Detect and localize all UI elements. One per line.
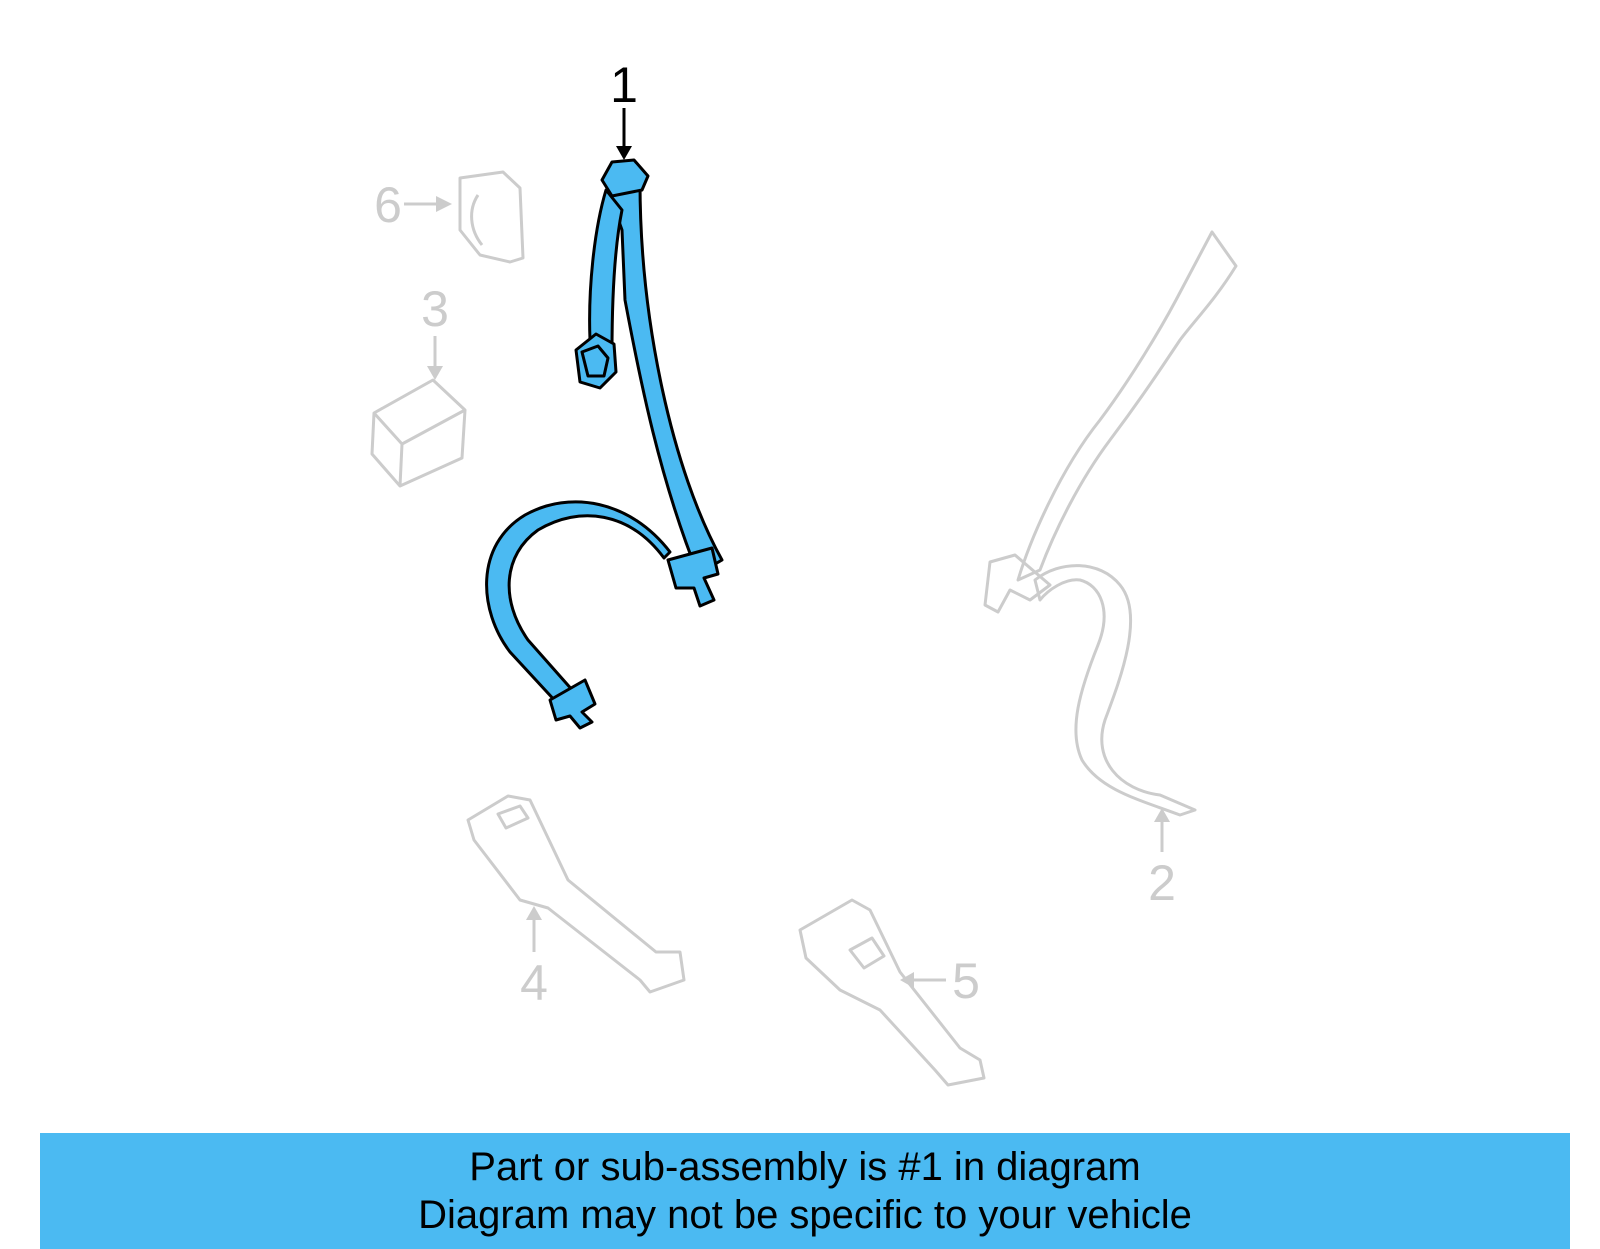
part-2-belt-lower — [1033, 564, 1197, 817]
callout-1[interactable]: 1 — [610, 57, 638, 113]
part-3-bracket-edges — [372, 408, 466, 487]
part-5-buckle[interactable] — [798, 898, 986, 1087]
part-4-buckle-slot — [496, 804, 530, 830]
part-5-buckle-slot — [848, 936, 886, 970]
part-1-hex-nut — [574, 332, 618, 390]
callout-4[interactable]: 4 — [520, 955, 548, 1011]
part-6-cover-cap-detail — [470, 194, 484, 246]
part-2-belt-clip — [983, 553, 1052, 614]
part-6-cover-cap[interactable] — [458, 170, 525, 264]
arrow-1-head — [616, 146, 632, 160]
part-1-retractor — [588, 188, 624, 354]
info-banner: Part or sub-assembly is #1 in diagram Di… — [40, 1133, 1570, 1249]
faded-parts — [370, 170, 1238, 1087]
part-1-bottom-anchor — [666, 546, 720, 608]
callout-3[interactable]: 3 — [421, 281, 449, 337]
arrow-6-head — [436, 196, 452, 212]
callout-2[interactable]: 2 — [1148, 855, 1176, 911]
part-1-strap-end-tongue — [548, 678, 597, 730]
arrow-5-head — [900, 972, 914, 988]
part-1-seat-belt-assembly[interactable] — [485, 158, 724, 730]
callout-5[interactable]: 5 — [952, 953, 980, 1009]
callout-6[interactable]: 6 — [374, 177, 402, 233]
part-1-hex-nut-face — [580, 344, 610, 378]
part-1-upper-strap — [605, 180, 724, 576]
part-1-lower-strap — [485, 500, 672, 706]
callout-arrows — [404, 108, 1170, 988]
banner-line-2: Diagram may not be specific to your vehi… — [418, 1193, 1192, 1237]
arrow-2-head — [1154, 808, 1170, 822]
banner-line-1: Part or sub-assembly is #1 in diagram — [469, 1145, 1141, 1189]
arrow-4-head — [526, 906, 542, 920]
part-3-bracket[interactable] — [370, 378, 467, 488]
part-2-belt-assembly[interactable] — [1016, 230, 1238, 582]
part-4-buckle[interactable] — [466, 794, 686, 994]
part-1-top-anchor — [600, 158, 650, 198]
arrow-3-head — [427, 366, 443, 380]
